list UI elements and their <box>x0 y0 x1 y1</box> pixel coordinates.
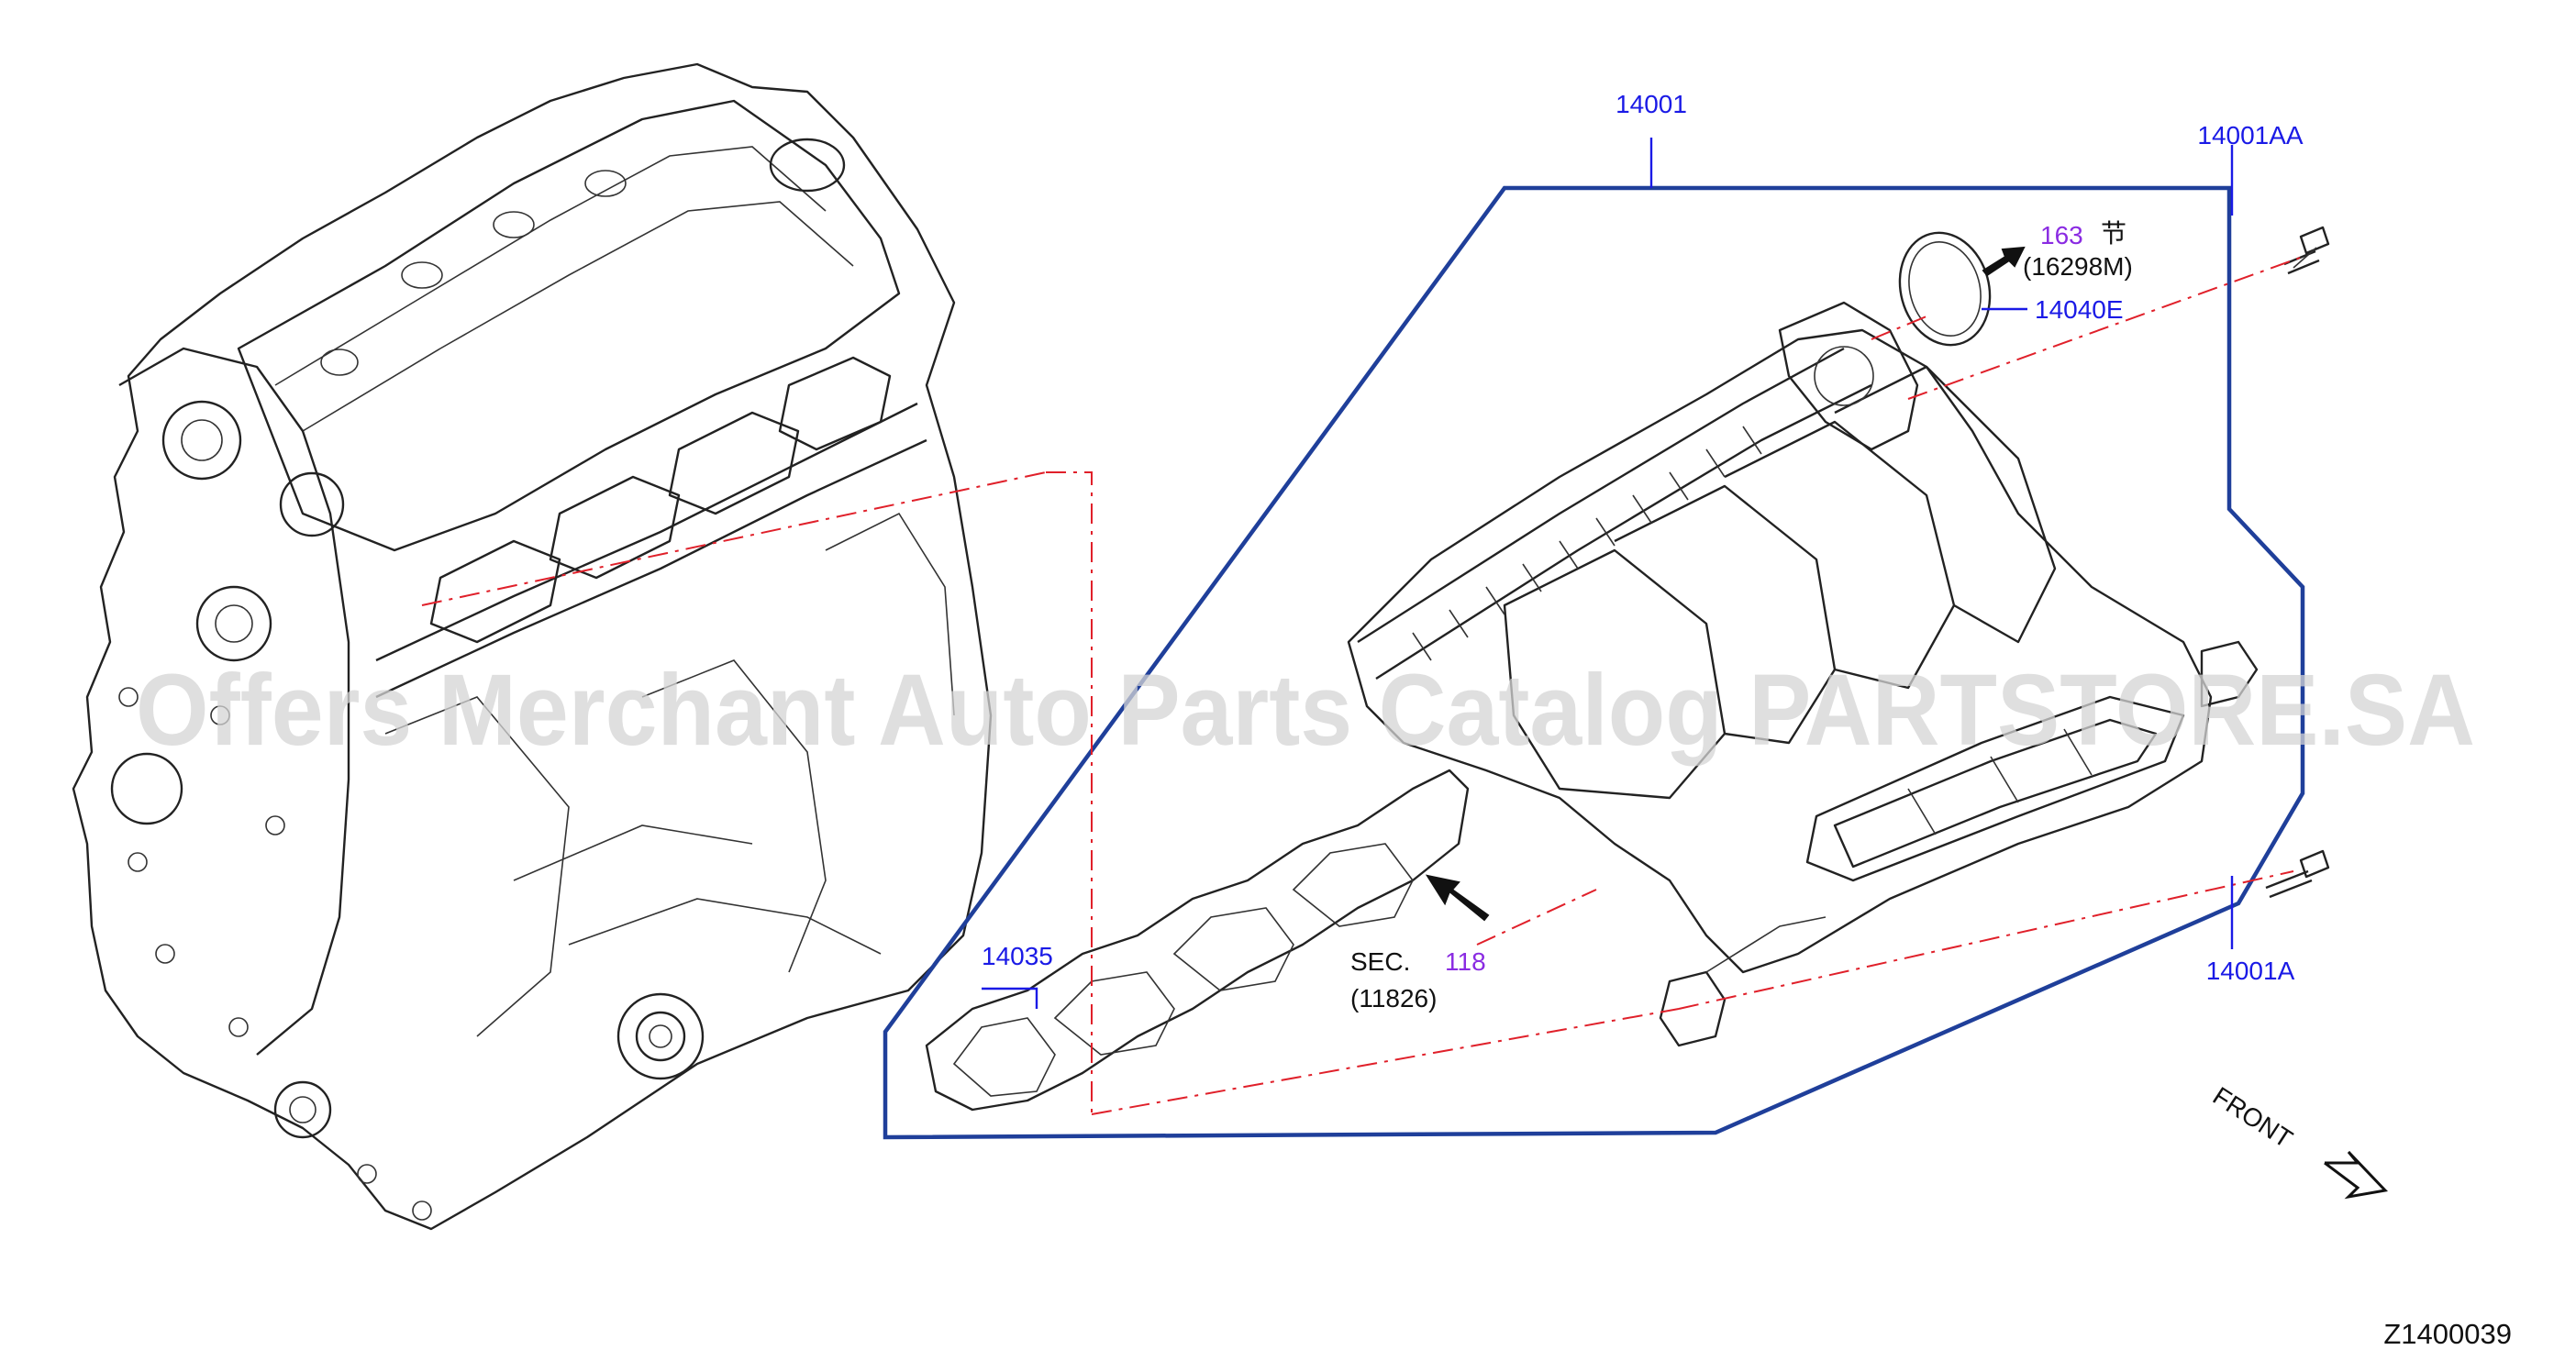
callout-14001A[interactable]: 14001A <box>2206 957 2295 985</box>
intake-manifold-gasket <box>925 769 1470 1112</box>
assembly-phantom-lines <box>421 256 2304 1115</box>
callout-leaders <box>982 138 2234 1009</box>
callout-14035[interactable]: 14035 <box>982 942 1053 970</box>
throttle-gasket-ring <box>1898 231 1992 347</box>
front-arrow-icon <box>2324 1150 2389 1200</box>
front-label: FRONT <box>2208 1081 2298 1154</box>
bolt-upper <box>2283 226 2330 275</box>
callout-14001[interactable]: 14001 <box>1616 90 1687 118</box>
callout-14040E[interactable]: 14040E <box>2035 295 2124 324</box>
bolt-lower <box>2265 849 2330 899</box>
section-118-arrow-icon <box>1425 874 1490 922</box>
callout-14001AA[interactable]: 14001AA <box>2197 121 2304 149</box>
section-163-arrow-icon <box>1982 246 2026 277</box>
section-118-number[interactable]: 118 <box>1445 947 1486 976</box>
section-163-ref: (16298M) <box>2023 252 2133 281</box>
section-118-prefix: SEC. <box>1350 947 1410 976</box>
assembly-group-outline <box>883 185 2305 1140</box>
section-118-ref: (11826) <box>1350 984 1437 1012</box>
section-163-glyph: 节 <box>2101 219 2126 248</box>
intake-manifold-drawing <box>1347 301 2259 1047</box>
diagram-id: Z1400039 <box>2383 1318 2512 1350</box>
watermark-text: Offers Merchant Auto Parts Catalog PARTS… <box>136 654 2475 767</box>
engine-block-drawing <box>72 62 993 1231</box>
section-163-number[interactable]: 163 <box>2040 221 2083 249</box>
